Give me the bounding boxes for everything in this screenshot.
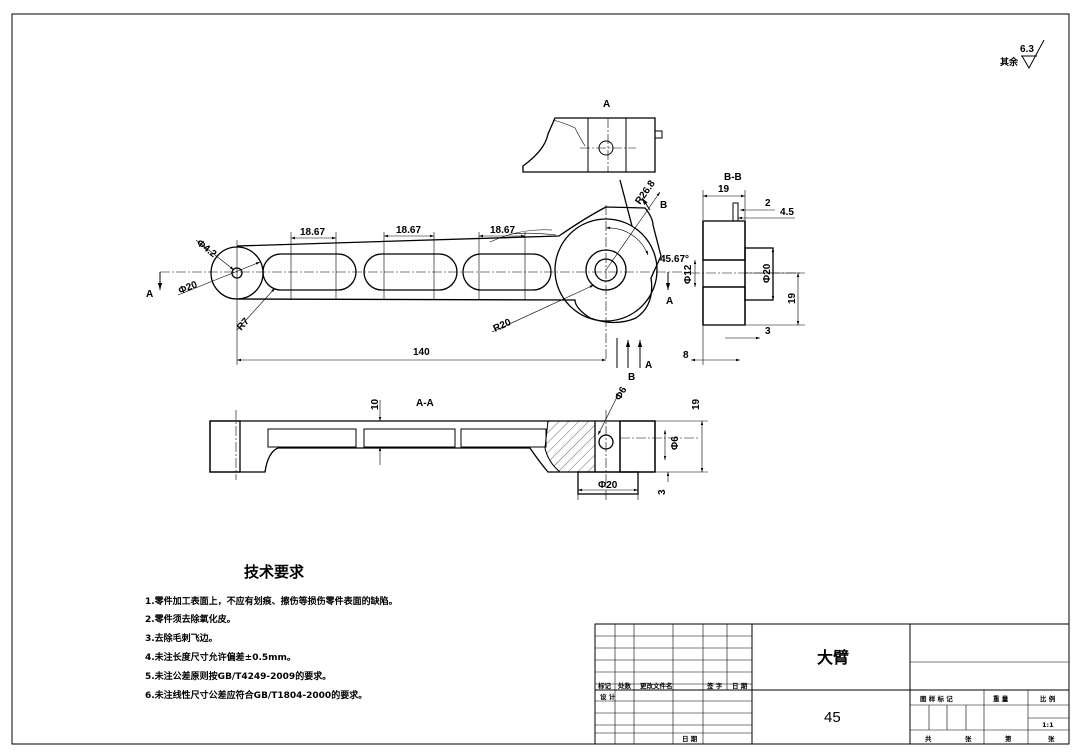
- roughness-value: 6.3: [1020, 44, 1034, 55]
- tb-sheets: 张: [965, 734, 972, 743]
- tb-date-2: 日 期: [682, 734, 698, 743]
- tb-scale-label: 比 例: [1040, 694, 1056, 703]
- dim-d4-2: Φ4.2: [194, 238, 219, 261]
- dim-slot-1: 18.67: [300, 227, 325, 238]
- dim-aa-19: 19: [691, 398, 702, 410]
- cut-a-right: A: [666, 296, 673, 307]
- auxiliary-view-a: A: [522, 99, 663, 173]
- section-a-a: A-A 10 Φ6 19 Φ6 Φ20: [209, 385, 708, 500]
- dim-aa-3: 3: [657, 489, 668, 495]
- tb-scale-value: 1:1: [1042, 721, 1054, 729]
- tb-sheet-no: 第: [1005, 734, 1012, 743]
- cut-a-bottom: A: [645, 360, 652, 371]
- dim-r20: R20: [492, 317, 514, 335]
- dim-aa-10: 10: [370, 398, 381, 410]
- tb-total: 共: [925, 734, 932, 743]
- tb-sign: 签 字: [706, 681, 723, 690]
- part-name: 大臂: [817, 648, 849, 667]
- cut-b-top: B: [660, 200, 667, 211]
- title-block: 标记 处数 更改文件名 签 字 日 期 设 计 日 期 大臂 45 图 样 标 …: [594, 623, 1070, 745]
- tb-date: 日 期: [732, 681, 748, 690]
- dim-d20-left: Φ20: [177, 279, 199, 297]
- section-bb-label: B-B: [724, 172, 742, 183]
- dim-slot-3: 18.67: [490, 225, 515, 236]
- cut-a-left: A: [146, 289, 153, 300]
- roughness-prefix: 其余: [1000, 56, 1019, 68]
- tech-note-2: 2.零件须去除氧化皮。: [145, 613, 236, 625]
- section-b-b: B-B 19 2 4.5 Φ12 Φ20 19 3 8: [683, 172, 805, 365]
- dim-bb-19-right: 19: [787, 292, 798, 304]
- main-view: 18.67 18.67 18.67 Φ4.2 Φ20 R7 R20 R26.8 …: [146, 178, 690, 383]
- tb-weight: 重 量: [993, 694, 1009, 703]
- dim-slot-2: 18.67: [396, 225, 421, 236]
- dim-angle: 45.67°: [660, 254, 689, 265]
- cut-b-bottom: B: [628, 372, 635, 383]
- tech-note-4: 4.未注长度尺寸允许偏差±0.5mm。: [145, 651, 296, 663]
- material: 45: [824, 709, 841, 726]
- tb-sheets-2: 张: [1048, 734, 1055, 743]
- tech-note-6: 6.未注线性尺寸公差应符合GB/T1804-2000的要求。: [145, 689, 367, 701]
- dim-aa-d20: Φ20: [598, 480, 618, 491]
- tb-mark: 标记: [597, 681, 612, 690]
- tb-doc: 更改文件名: [640, 681, 673, 690]
- dim-bb-19-top: 19: [718, 184, 730, 195]
- tech-title: 技术要求: [244, 563, 305, 581]
- tb-stage-mark: 图 样 标 记: [920, 694, 953, 703]
- section-aa-label: A-A: [416, 398, 434, 409]
- dim-bb-d12: Φ12: [683, 264, 694, 284]
- dim-bb-3: 3: [765, 326, 771, 337]
- tb-designer: 设 计: [600, 692, 616, 701]
- dim-aa-d6-right: Φ6: [670, 436, 681, 450]
- dim-bb-8: 8: [683, 350, 689, 361]
- view-a-label: A: [603, 99, 610, 110]
- dim-r26-8: R26.8: [633, 178, 658, 207]
- dim-bb-2: 2: [765, 198, 771, 209]
- dim-r7: R7: [235, 316, 252, 333]
- roughness-symbol: 其余 6.3: [1000, 39, 1045, 70]
- tech-requirements: 技术要求 1.零件加工表面上，不应有划痕、擦伤等损伤零件表面的缺陷。 2.零件须…: [145, 563, 398, 701]
- tech-note-3: 3.去除毛刺飞边。: [145, 632, 218, 644]
- dim-140: 140: [413, 347, 430, 358]
- tb-count: 处数: [617, 681, 632, 690]
- dim-bb-4-5: 4.5: [780, 207, 794, 218]
- tech-note-1: 1.零件加工表面上，不应有划痕、擦伤等损伤零件表面的缺陷。: [145, 595, 398, 607]
- tech-note-5: 5.未注公差原则按GB/T4249-2009的要求。: [145, 670, 331, 682]
- sheet-border: [11, 13, 1070, 745]
